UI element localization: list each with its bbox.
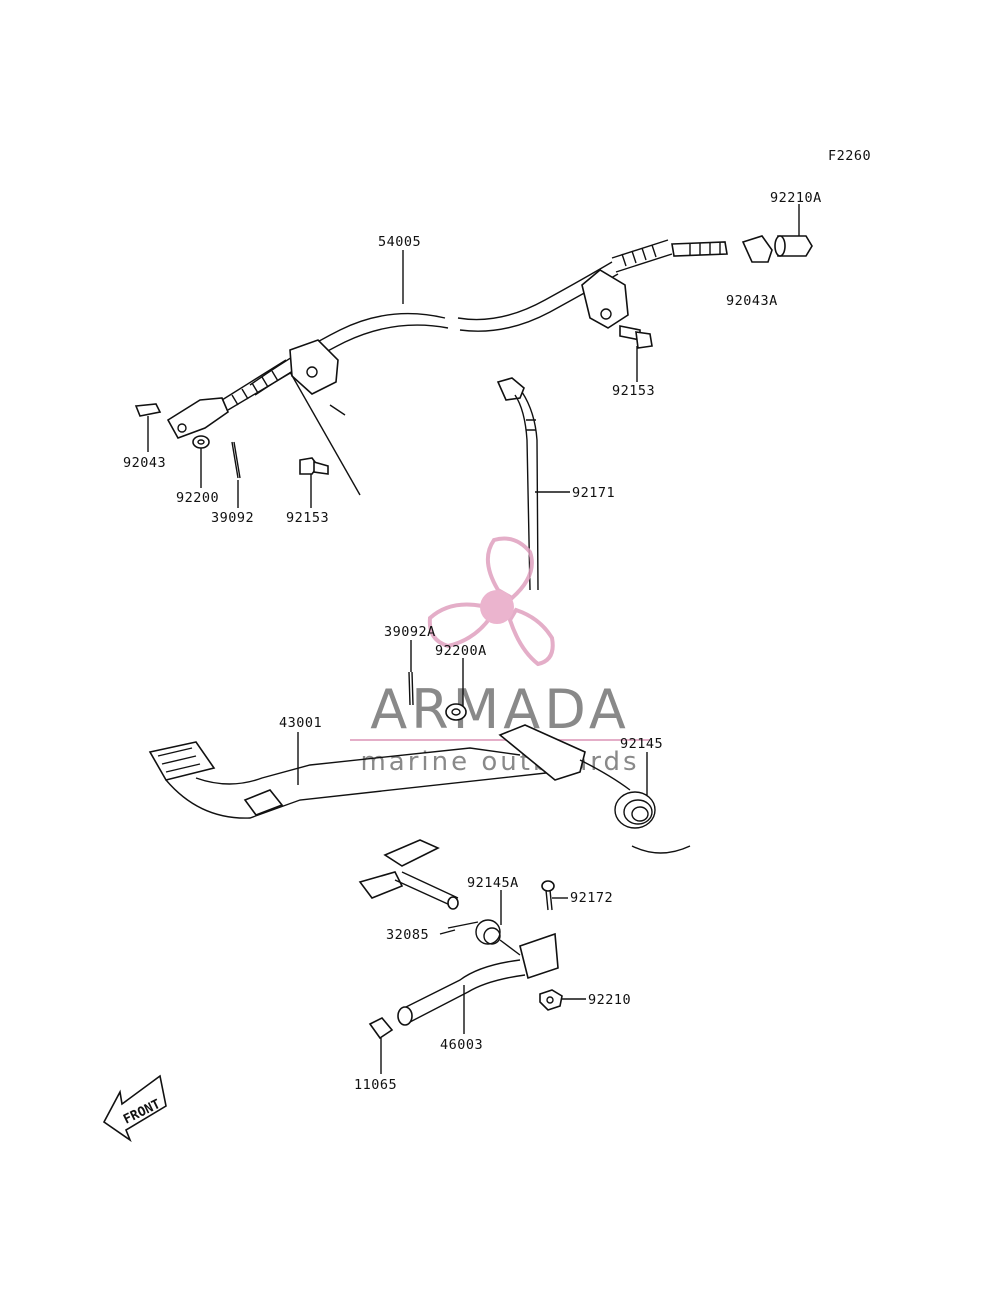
label-92210A: 92210A: [770, 190, 822, 206]
label-92153-mid: 92153: [286, 510, 329, 526]
label-92210: 92210: [588, 992, 631, 1008]
spring-92145A: [447, 919, 521, 956]
washer-92200A: [445, 703, 467, 721]
label-92200A: 92200A: [435, 643, 487, 659]
label-92153-top: 92153: [612, 383, 655, 399]
stand-46003: [397, 932, 559, 1026]
cap-11065: [368, 1017, 394, 1040]
label-39092: 39092: [211, 510, 254, 526]
brake-pedal-43001: [148, 724, 631, 819]
label-11065: 11065: [354, 1077, 397, 1093]
label-92172: 92172: [570, 890, 613, 906]
nut-92210: [539, 989, 563, 1011]
brake-cable-54005: [166, 239, 728, 496]
screw-92172: [541, 880, 555, 911]
propeller-icon: [427, 536, 555, 667]
label-92171: 92171: [572, 485, 615, 501]
pin-92043A: [741, 235, 773, 263]
spring-92145: [614, 791, 691, 854]
washer-92200: [192, 435, 210, 449]
cotter-pin-39092: [231, 441, 241, 479]
label-46003: 46003: [440, 1037, 483, 1053]
pin-92043: [134, 403, 162, 417]
bolt-92153-mid: [299, 457, 329, 475]
cotter-pin-39092A: [408, 671, 414, 706]
label-92145: 92145: [620, 736, 663, 752]
label-92043: 92043: [123, 455, 166, 471]
leader-lines: [147, 204, 800, 1074]
nut-92210A: [774, 235, 813, 257]
armada-watermark: ARMADA marine outboards: [350, 536, 650, 777]
diagram-code: F2260: [828, 148, 871, 164]
label-39092A: 39092A: [384, 624, 436, 640]
label-92043A: 92043A: [726, 293, 778, 309]
front-arrow-icon: FRONT: [102, 1074, 167, 1143]
rod-92171: [496, 377, 539, 591]
label-92200: 92200: [176, 490, 219, 506]
label-32085: 32085: [386, 927, 429, 943]
shaft-32085: [358, 839, 459, 910]
label-92145A: 92145A: [467, 875, 519, 891]
label-54005: 54005: [378, 234, 421, 250]
label-43001: 43001: [279, 715, 322, 731]
bolt-92153-top: [619, 325, 653, 349]
